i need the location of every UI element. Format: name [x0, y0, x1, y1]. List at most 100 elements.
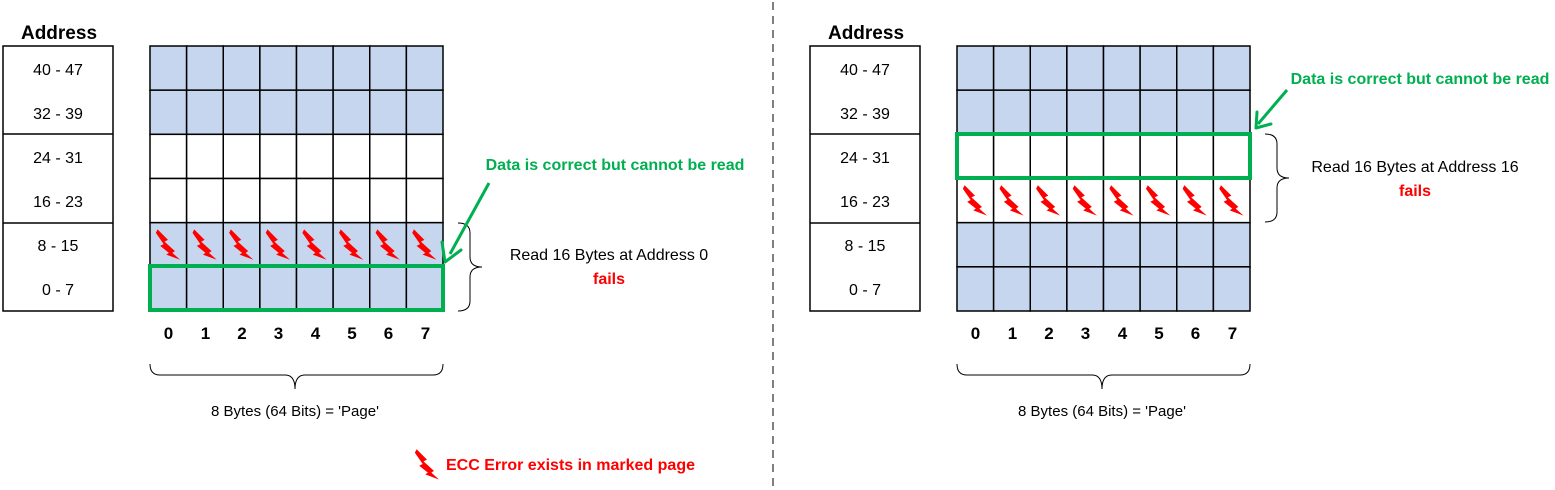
byte-index: 4 [311, 324, 321, 343]
correct-label: Data is correct but cannot be read [1291, 71, 1550, 88]
read-brace [1264, 133, 1290, 223]
byte-cell [369, 177, 408, 224]
byte-cell [222, 266, 261, 312]
byte-cell [956, 221, 995, 268]
byte-index: 1 [1008, 324, 1017, 343]
byte-cell [369, 133, 408, 180]
byte-cell [1139, 266, 1178, 312]
highlight-box [955, 132, 1252, 180]
byte-cell [1139, 89, 1178, 136]
byte-cell [1029, 266, 1068, 312]
byte-cell [295, 177, 334, 224]
address-label: 16 - 23 [840, 194, 890, 211]
byte-cell [259, 133, 298, 180]
callout-arrow [448, 182, 491, 255]
byte-cell [369, 266, 408, 312]
byte-cell [1029, 221, 1068, 268]
byte-cell [1102, 89, 1141, 136]
byte-cell [332, 177, 371, 224]
byte-cell [1139, 133, 1178, 180]
address-label: 40 - 47 [33, 62, 83, 79]
byte-cell [295, 266, 334, 312]
byte-cell [149, 133, 188, 180]
byte-cell [405, 133, 444, 180]
byte-cell [1176, 177, 1215, 224]
byte-grid [956, 45, 1251, 312]
address-label: 24 - 31 [840, 150, 890, 167]
address-header: Address [828, 23, 904, 44]
fails-label: fails [1399, 183, 1431, 200]
byte-cell [956, 133, 995, 180]
byte-index: 0 [164, 324, 173, 343]
read-brace [457, 222, 483, 312]
byte-cell [185, 45, 224, 91]
byte-cell [1212, 89, 1251, 136]
highlight-box [148, 264, 445, 312]
byte-grid [149, 45, 444, 312]
byte-cell [222, 45, 261, 91]
address-label: 16 - 23 [33, 194, 83, 211]
byte-cell [1029, 89, 1068, 136]
byte-index: 7 [421, 324, 430, 343]
byte-cell [185, 89, 224, 136]
byte-cell [295, 89, 334, 136]
byte-cell [369, 45, 408, 91]
byte-cell [1176, 221, 1215, 268]
byte-cell [149, 177, 188, 224]
byte-cell [992, 266, 1031, 312]
byte-cell [149, 89, 188, 136]
byte-cell [992, 221, 1031, 268]
byte-cell [259, 89, 298, 136]
byte-cell [369, 221, 408, 268]
legend-label: ECC Error exists in marked page [446, 457, 695, 474]
byte-cell [259, 221, 298, 268]
address-box [809, 45, 921, 312]
byte-index: 6 [384, 324, 393, 343]
byte-cell [1176, 133, 1215, 180]
byte-cell [992, 89, 1031, 136]
byte-index: 4 [1118, 324, 1128, 343]
byte-index: 6 [1191, 324, 1200, 343]
address-column: 40 - 47 32 - 39 24 - 31 16 - 23 8 - 15 0… [809, 45, 921, 312]
byte-cell [185, 266, 224, 312]
byte-cell [332, 133, 371, 180]
byte-cell [405, 221, 444, 268]
address-label: 0 - 7 [849, 282, 881, 299]
byte-cell [1029, 177, 1068, 224]
byte-cell [1212, 133, 1251, 180]
byte-cell [956, 177, 995, 224]
byte-cell [1066, 177, 1105, 224]
byte-cell [1212, 177, 1251, 224]
byte-cell [1066, 133, 1105, 180]
byte-index: 3 [1081, 324, 1090, 343]
byte-cell [1102, 221, 1141, 268]
byte-cell [1139, 45, 1178, 91]
byte-cell [332, 221, 371, 268]
byte-cell [222, 177, 261, 224]
byte-cell [149, 45, 188, 91]
legend: ECC Error exists in marked page [414, 449, 695, 480]
byte-cell [405, 45, 444, 91]
byte-index: 7 [1228, 324, 1237, 343]
byte-cell [185, 133, 224, 180]
byte-index: 1 [201, 324, 210, 343]
byte-cell [1066, 45, 1105, 91]
byte-cell [369, 89, 408, 136]
byte-cell [1212, 266, 1251, 312]
byte-cell [1102, 177, 1141, 224]
byte-cell [1102, 133, 1141, 180]
byte-cell [1176, 45, 1215, 91]
byte-cell [222, 133, 261, 180]
byte-cell [149, 221, 188, 268]
address-label: 32 - 39 [33, 106, 83, 123]
byte-cell [332, 89, 371, 136]
page-brace [956, 363, 1251, 390]
byte-cell [185, 221, 224, 268]
address-label: 32 - 39 [840, 106, 890, 123]
address-header: Address [21, 23, 97, 44]
byte-cell [1139, 177, 1178, 224]
byte-cell [1212, 221, 1251, 268]
byte-cell [956, 89, 995, 136]
byte-cell [149, 266, 188, 312]
